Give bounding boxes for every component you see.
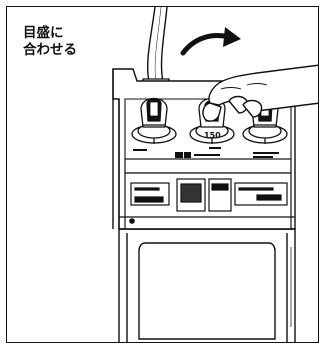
caption-line-1: 目盛に — [23, 25, 64, 41]
cable-icon — [146, 7, 168, 83]
device-illustration — [112, 7, 318, 342]
dial-scale-overlay: 150 — [204, 131, 221, 140]
illustration-frame: 150 目盛に 合わせる — [6, 6, 319, 343]
dial-knob-icon — [131, 97, 177, 144]
hand-icon — [202, 64, 318, 122]
dial-scale-value: 150 — [204, 131, 221, 140]
panel-labels — [133, 147, 279, 158]
lower-casing — [118, 228, 296, 342]
front-panel — [119, 158, 295, 230]
rotate-arrow-icon — [180, 27, 241, 56]
instruction-caption: 目盛に 合わせる — [23, 25, 77, 59]
caption-line-2: 合わせる — [23, 42, 77, 58]
